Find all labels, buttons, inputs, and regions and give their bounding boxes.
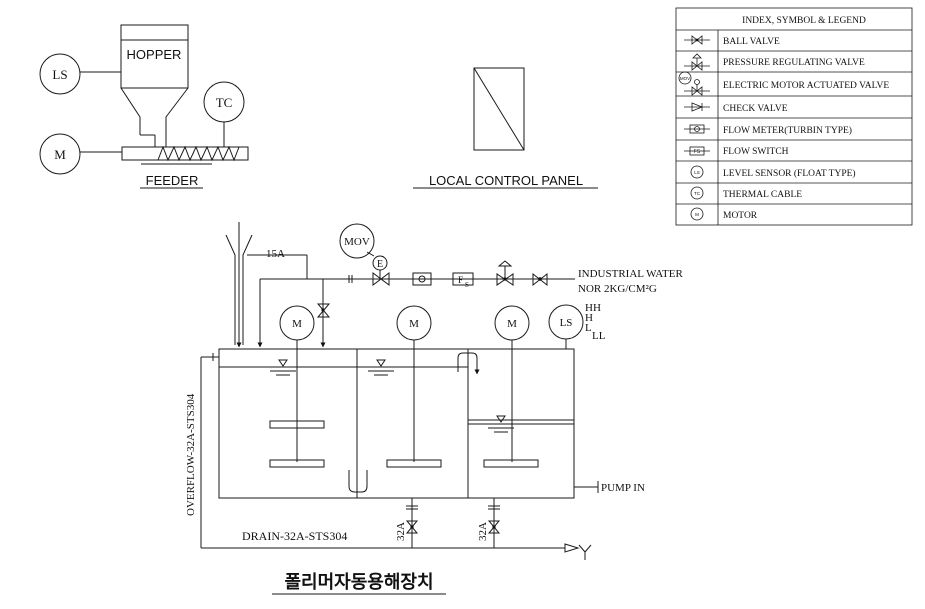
svg-text:MOV: MOV	[680, 76, 690, 81]
flow-meter-icon	[684, 124, 710, 134]
drain-outlet-icon	[564, 543, 580, 553]
svg-text:LS: LS	[560, 317, 573, 329]
pipe-15a-label: 15A	[266, 248, 285, 260]
legend-table: INDEX, SYMBOL & LEGEND MOV	[675, 7, 913, 226]
svg-text:S: S	[465, 281, 469, 289]
flow-meter-icon	[412, 272, 432, 286]
thermal-cable-icon: TC	[690, 186, 704, 200]
pump-in-label: PUMP IN	[601, 482, 645, 494]
pressure-regulating-valve-icon	[496, 273, 514, 286]
screw-feeder	[121, 146, 249, 161]
level-ll: LL	[592, 330, 606, 342]
ls-label: LS	[52, 67, 67, 82]
level-hh: HH	[585, 302, 601, 314]
drain-valve-1	[405, 520, 419, 534]
level-sensor-icon: LS	[690, 165, 704, 179]
svg-text:LS: LS	[694, 170, 700, 175]
hopper-feeder-group: HOPPER FEEDER LS M TC	[39, 24, 249, 189]
motor-circle	[39, 133, 81, 175]
local-panel-label: LOCAL CONTROL PANEL	[429, 173, 583, 188]
motor-valve-icon	[372, 272, 390, 286]
legend-label: FLOW SWITCH	[723, 147, 789, 157]
diagram-title: 폴리머자동용해장치	[284, 572, 433, 592]
mov-circle	[339, 223, 375, 259]
legend-label: BALL VALVE	[723, 37, 780, 47]
legend-label: THERMAL CABLE	[723, 190, 802, 200]
branch-ball-valve-icon	[316, 303, 331, 318]
level-sensor-circle	[39, 53, 81, 95]
drain-label: DRAIN-32A-STS304	[242, 529, 347, 543]
drain-size-2: 32A	[477, 522, 489, 541]
legend-label: CHECK VALVE	[723, 104, 788, 114]
overflow-label: OVERFLOW-32A-STS304	[185, 393, 197, 516]
flow-switch-icon: FS	[684, 146, 710, 156]
legend-label: MOTOR	[723, 211, 758, 221]
legend-label: FLOW METER(TURBIN TYPE)	[723, 125, 852, 136]
svg-text:M: M	[292, 318, 302, 330]
legend-label: LEVEL SENSOR (FLOAT TYPE)	[723, 168, 856, 179]
svg-text:M: M	[695, 212, 699, 217]
feeder-label: FEEDER	[146, 173, 199, 188]
level-l: L	[585, 322, 592, 334]
ball-valve-icon	[684, 35, 710, 45]
svg-text:M: M	[409, 318, 419, 330]
motor-icon: M	[690, 207, 704, 221]
e-label: E	[377, 259, 383, 270]
svg-text:TC: TC	[694, 191, 701, 196]
ball-valve-icon	[532, 272, 548, 287]
flow-switch-icon	[452, 272, 474, 286]
drain-size-1: 32A	[395, 522, 407, 541]
local-control-panel: LOCAL CONTROL PANEL	[413, 67, 598, 189]
pressure-regulating-valve-icon	[684, 53, 710, 71]
legend-title: INDEX, SYMBOL & LEGEND	[742, 16, 866, 26]
svg-text:F: F	[458, 275, 463, 285]
hopper-body	[120, 24, 189, 89]
tank-system: 15A MOV E F S INDUSTRIAL WATER NOR 2KG/	[185, 222, 683, 595]
level-h: H	[585, 312, 593, 324]
svg-text:M: M	[507, 318, 517, 330]
industrial-water-label: INDUSTRIAL WATER	[578, 268, 683, 280]
svg-text:FS: FS	[694, 149, 701, 155]
drain-valve-2	[487, 520, 501, 534]
check-valve-icon	[684, 102, 710, 112]
m-label: M	[54, 147, 66, 162]
legend-label: PRESSURE REGULATING VALVE	[723, 58, 865, 68]
nor-pressure-label: NOR 2KG/CM²G	[578, 283, 657, 295]
hopper-label: HOPPER	[127, 47, 182, 62]
tc-label: TC	[216, 95, 233, 110]
legend-label: ELECTRIC MOTOR ACTUATED VALVE	[723, 81, 889, 91]
mov-label: MOV	[344, 236, 370, 248]
motor-actuated-valve-icon: MOV	[678, 71, 710, 96]
